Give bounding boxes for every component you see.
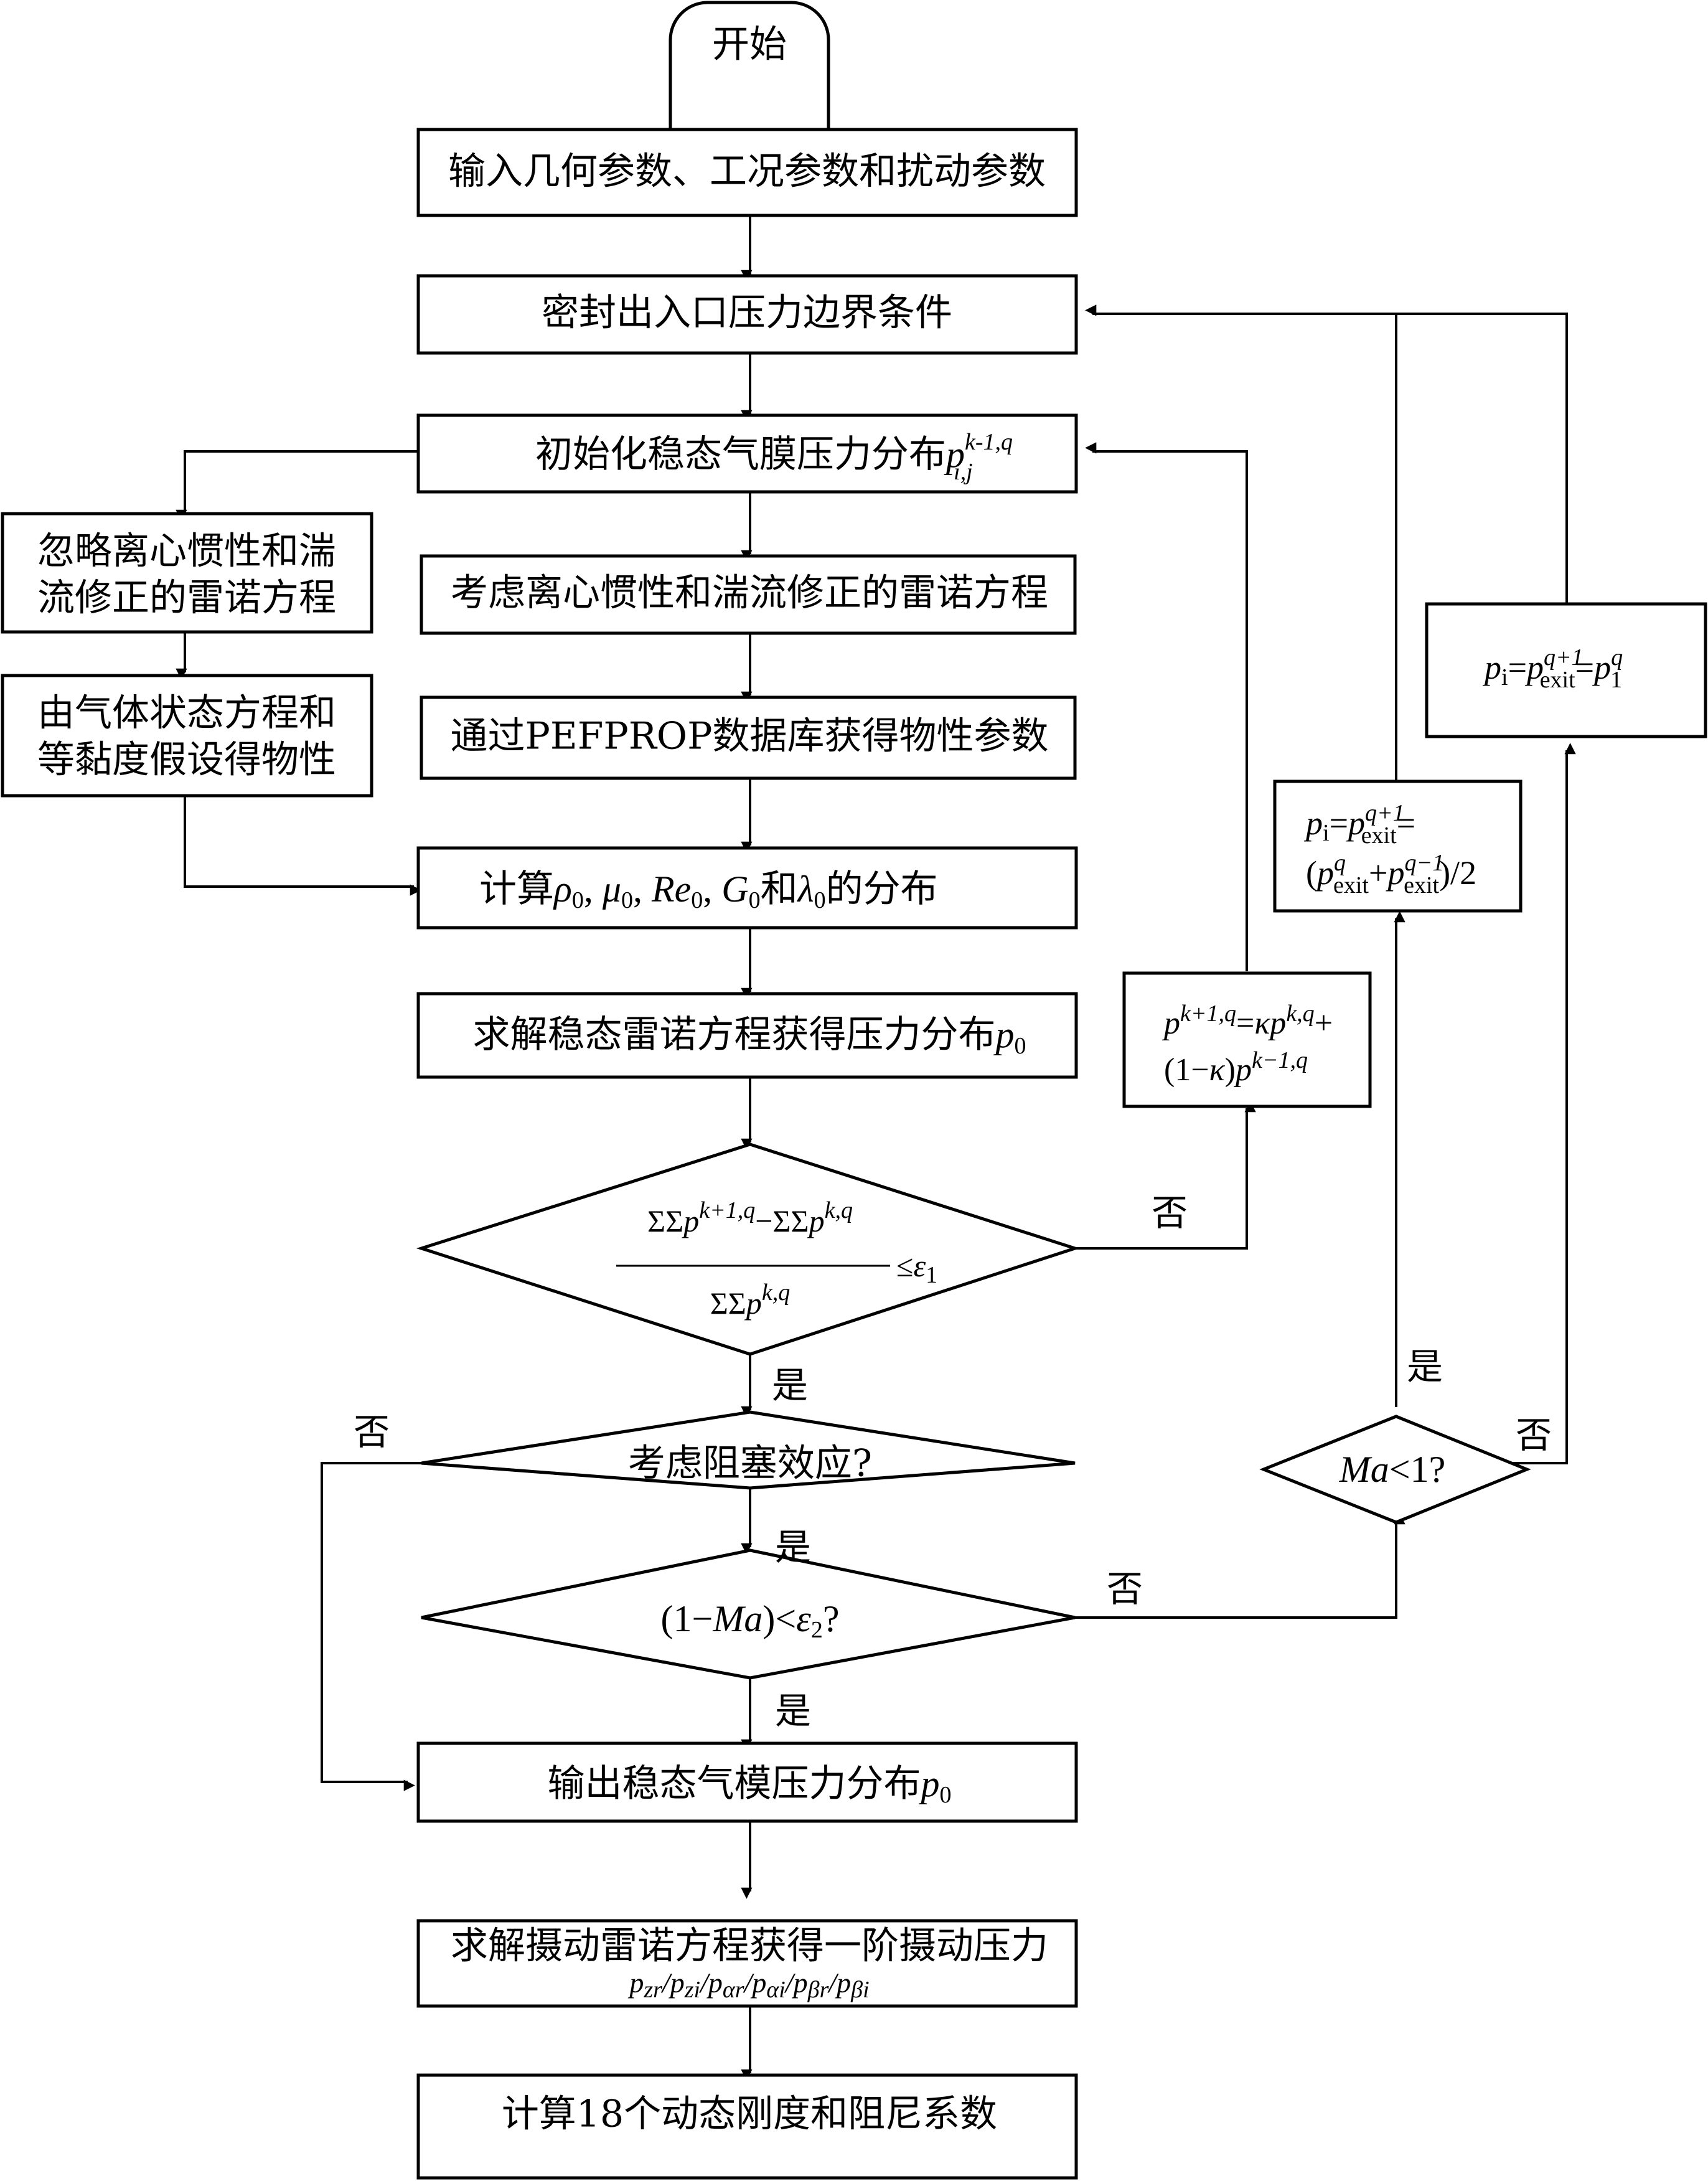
solve-steady-p: p — [993, 1014, 1015, 1055]
output-steady-sub: 0 — [940, 1782, 952, 1808]
gas-state-node: 由气体状态方程和 等黏度假设得物性 — [1, 674, 373, 798]
compute-coeffs-node: 计算18个动态刚度和阻尼系数 — [416, 2073, 1078, 2180]
mach-check-node: Ma<1? — [1259, 1415, 1531, 1524]
output-steady-p: p — [919, 1763, 940, 1804]
edge-mach-exitset — [1503, 743, 1576, 1464]
lambda: λ — [797, 869, 814, 910]
ignore-inertia-line2: 流修正的雷诺方程 — [37, 577, 336, 620]
edge-exitset-boundary — [1396, 313, 1568, 604]
init-pressure-node: 初始化稳态气膜压力分布pk-1,q i,j — [416, 413, 1078, 494]
compute-suffix: 的分布 — [826, 867, 938, 911]
label-choke-no: 否 — [354, 1411, 390, 1453]
edge-gas-compute — [184, 796, 421, 896]
init-pressure-sup: k-1,q — [965, 429, 1013, 455]
input-params-node: 输入几何参数、工况参数和扰动参数 — [416, 128, 1078, 217]
compute-coeffs-label: 计算18个动态刚度和阻尼系数 — [502, 2093, 997, 2136]
edge-labels: 否 是 否 是 否 是 是 否 — [354, 1192, 1552, 1732]
edge-exitavg-boundary — [1085, 304, 1397, 781]
output-steady-node: 输出稳态气模压力分布p0 — [416, 1741, 1078, 1823]
ignore-inertia-line1: 忽略离心惯性和湍 — [37, 530, 336, 573]
edge-choke-output — [321, 1462, 421, 1791]
label-machtol-yes: 是 — [775, 1690, 811, 1732]
input-params-label: 输入几何参数、工况参数和扰动参数 — [448, 150, 1046, 194]
init-pressure-label: 初始化稳态气膜压力分布pk-1,q i,j — [535, 429, 1013, 485]
convergence-numerator: ΣΣpk+1,q−ΣΣpk,q — [647, 1197, 853, 1238]
output-steady-text: 输出稳态气模压力分布 — [548, 1762, 921, 1806]
edge-conv-relax — [1075, 1101, 1256, 1250]
mu: μ — [602, 869, 621, 910]
choke-label: 考虑阻塞效应? — [628, 1442, 872, 1486]
label-choke-yes: 是 — [775, 1526, 811, 1568]
relax-line2: (1−κ)pk−1,q — [1164, 1047, 1308, 1088]
mach-tol-label: (1−Ma)<ε2? — [661, 1598, 840, 1643]
g: G — [721, 869, 748, 910]
rho-sub: 0 — [572, 887, 584, 913]
label-mach-yes: 是 — [1407, 1345, 1443, 1388]
solve-perturb-node: 求解摄动雷诺方程获得一阶摄动压力 pzr/pzi/pαr/pαi/pβr/pβi — [416, 1919, 1078, 2008]
init-pressure-p: p — [944, 434, 965, 475]
connectors — [176, 174, 1576, 2081]
output-steady-label: 输出稳态气模压力分布p0 — [548, 1762, 952, 1808]
sep-1: , — [584, 869, 603, 910]
label-mach-no: 否 — [1516, 1414, 1552, 1456]
gas-state-line2: 等黏度假设得物性 — [37, 738, 336, 782]
and: 和 — [761, 867, 798, 911]
sum-ij-1: ΣΣ — [647, 1204, 683, 1238]
label-machtol-no: 否 — [1107, 1568, 1143, 1610]
convergence-check-node: ΣΣpk+1,q−ΣΣpk,q ≤ε1 ΣΣpk,q — [416, 1142, 1081, 1356]
convergence-denominator: ΣΣpk,q — [710, 1279, 791, 1321]
rho: ρ — [553, 869, 572, 910]
g-sub: 0 — [749, 887, 761, 913]
start-label: 开始 — [712, 23, 787, 67]
consider-inertia-label: 考虑离心惯性和湍流修正的雷诺方程 — [451, 572, 1048, 615]
label-conv-no: 否 — [1152, 1192, 1188, 1234]
refprop-label: 通过PEFPROP数据库获得物性参数 — [451, 715, 1049, 758]
re: Re — [651, 869, 691, 910]
edge-init-ignore — [176, 450, 418, 521]
relax-update-node: pk+1,q=κpk,q+ (1−κ)pk−1,q — [1122, 971, 1372, 1108]
boundary-label: 密封出入口压力边界条件 — [542, 291, 952, 335]
solve-perturb-line1: 求解摄动雷诺方程获得一阶摄动压力 — [451, 1924, 1048, 1968]
convergence-rhs: ≤ε1 — [896, 1248, 937, 1288]
label-conv-yes: 是 — [772, 1364, 808, 1406]
sep-3: , — [703, 869, 721, 910]
solve-perturb-line2: pzr/pzi/pαr/pαi/pβr/pβi — [627, 1967, 869, 2003]
re-sub: 0 — [691, 887, 703, 913]
lambda-sub: 0 — [814, 887, 826, 913]
edge-relax-init — [1085, 442, 1248, 971]
compute-prefix: 计算 — [479, 867, 554, 911]
compute-dist-node: 计算ρ0, μ0, Re0, G0和λ0的分布 — [416, 846, 1078, 930]
consider-inertia-node: 考虑离心惯性和湍流修正的雷诺方程 — [420, 554, 1077, 635]
ignore-inertia-node: 忽略离心惯性和湍 流修正的雷诺方程 — [1, 512, 373, 634]
solve-steady-node: 求解稳态雷诺方程获得压力分布p0 — [416, 992, 1078, 1079]
compute-dist-label: 计算ρ0, μ0, Re0, G0和λ0的分布 — [479, 867, 938, 913]
relax-line1: pk+1,q=κpk,q+ — [1161, 1001, 1333, 1041]
init-pressure-sub: i,j — [954, 459, 973, 485]
init-pressure-text: 初始化稳态气膜压力分布 — [535, 433, 946, 476]
solve-steady-text: 求解稳态雷诺方程获得压力分布 — [473, 1013, 996, 1057]
choke-check-node: 考虑阻塞效应? — [421, 1410, 1076, 1490]
mach-tol-check-node: (1−Ma)<ε2? — [421, 1548, 1076, 1680]
solve-steady-sub: 0 — [1015, 1033, 1026, 1059]
boundary-node: 密封出入口压力边界条件 — [416, 274, 1078, 355]
mach-label: Ma<1? — [1339, 1449, 1445, 1490]
mu-sub: 0 — [621, 887, 633, 913]
solve-steady-label: 求解稳态雷诺方程获得压力分布p0 — [473, 1013, 1026, 1059]
refprop-node: 通过PEFPROP数据库获得物性参数 — [420, 695, 1077, 780]
gas-state-line1: 由气体状态方程和 — [37, 692, 336, 735]
edge-machtol-mach — [1075, 1513, 1405, 1619]
sep-2: , — [633, 869, 652, 910]
